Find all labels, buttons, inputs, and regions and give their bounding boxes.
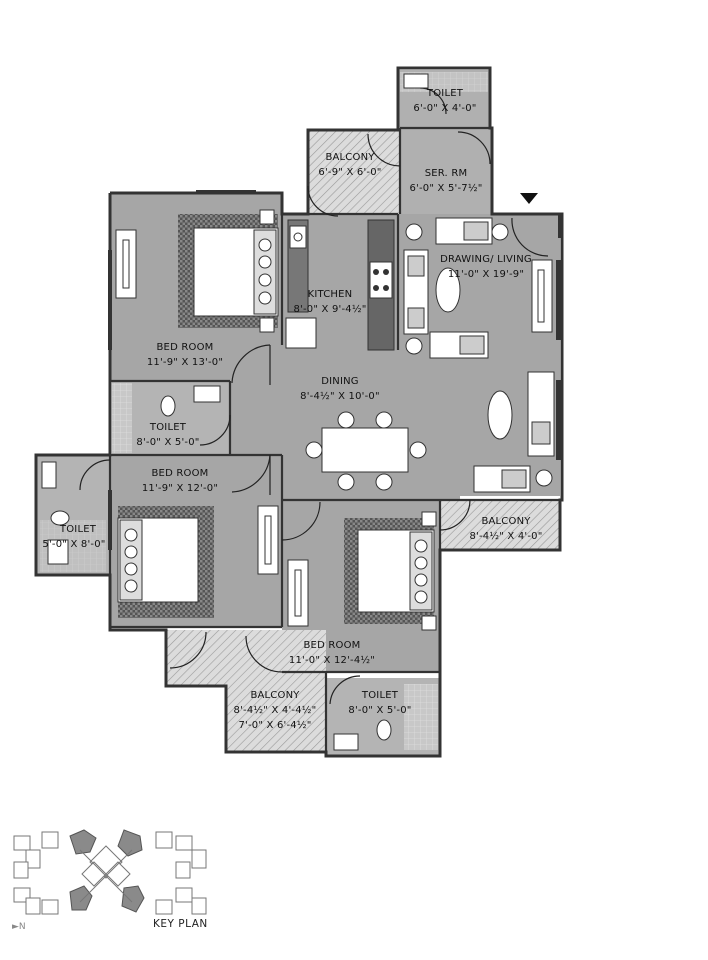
north-indicator: ►N xyxy=(12,922,26,932)
bedroom-2-name: BED ROOM xyxy=(152,468,209,479)
interior-walls xyxy=(108,126,560,756)
ser-rm-size: 6'-0" X 5'-7½" xyxy=(409,182,482,194)
north-label: N xyxy=(18,922,26,932)
balcony-bottom-size-1: 8'-4½" X 4'-4½" xyxy=(234,704,317,716)
toilet-bottom-size: 8'-0" X 5'-0" xyxy=(348,705,411,716)
wardrobe-1 xyxy=(115,229,137,299)
living-furniture xyxy=(403,217,555,493)
toilet-mid-name: TOILET xyxy=(149,422,187,433)
kitchen-counters xyxy=(285,219,395,351)
balcony-bottom-size-2: 7'-0" X 6'-4½" xyxy=(238,719,311,731)
bed-2 xyxy=(117,505,279,618)
balcony-right-name: BALCONY xyxy=(481,516,531,527)
key-plan xyxy=(13,829,207,915)
key-plan-title: KEY PLAN xyxy=(153,918,208,930)
dining-size: 8'-4½" X 10'-0" xyxy=(300,390,380,402)
dining-name: DINING xyxy=(321,376,359,387)
bedroom-3-size: 11'-0" X 12'-4½" xyxy=(289,654,375,666)
balconies xyxy=(166,130,560,752)
entrance-arrow-icon xyxy=(520,193,538,204)
room-labels: TOILET 6'-0" X 4'-0" BALCONY 6'-9" X 6'-… xyxy=(42,88,542,731)
balcony-top-size: 6'-9" X 6'-0" xyxy=(318,167,381,178)
bed-1 xyxy=(178,209,279,333)
toilet-mid-size: 8'-0" X 5'-0" xyxy=(136,437,199,448)
dining-table xyxy=(305,411,427,491)
toilet-bottom-name: TOILET xyxy=(361,690,399,701)
bedroom-1-name: BED ROOM xyxy=(157,342,214,353)
balcony-bottom-name: BALCONY xyxy=(250,690,300,701)
ser-rm-name: SER. RM xyxy=(425,168,468,179)
drawing-living-name: DRAWING/ LIVING xyxy=(440,254,532,265)
walls xyxy=(34,66,564,758)
bed-3 xyxy=(287,511,437,631)
kitchen-name: KITCHEN xyxy=(308,289,353,300)
kitchen-size: 8'-0" X 9'-4½" xyxy=(293,303,366,315)
bedroom-1-size: 11'-9" X 13'-0" xyxy=(147,357,223,368)
toilet-left-size: 5'-0" X 8'-0" xyxy=(42,539,105,550)
toilet-fixtures xyxy=(41,73,429,751)
bedroom-3-name: BED ROOM xyxy=(304,640,361,651)
toilet-top-size: 6'-0" X 4'-0" xyxy=(413,103,476,114)
balcony-right-size: 8'-4½" X 4'-0" xyxy=(469,530,542,542)
toilet-top-name: TOILET xyxy=(426,88,464,99)
bedroom-2-size: 11'-9" X 12'-0" xyxy=(142,483,218,494)
door-swings xyxy=(79,87,549,705)
drawing-living-size: 11'-0" X 19'-9" xyxy=(448,269,524,280)
toilet-left-name: TOILET xyxy=(59,524,97,535)
wall-accents xyxy=(108,190,562,550)
balcony-top-name: BALCONY xyxy=(325,152,375,163)
